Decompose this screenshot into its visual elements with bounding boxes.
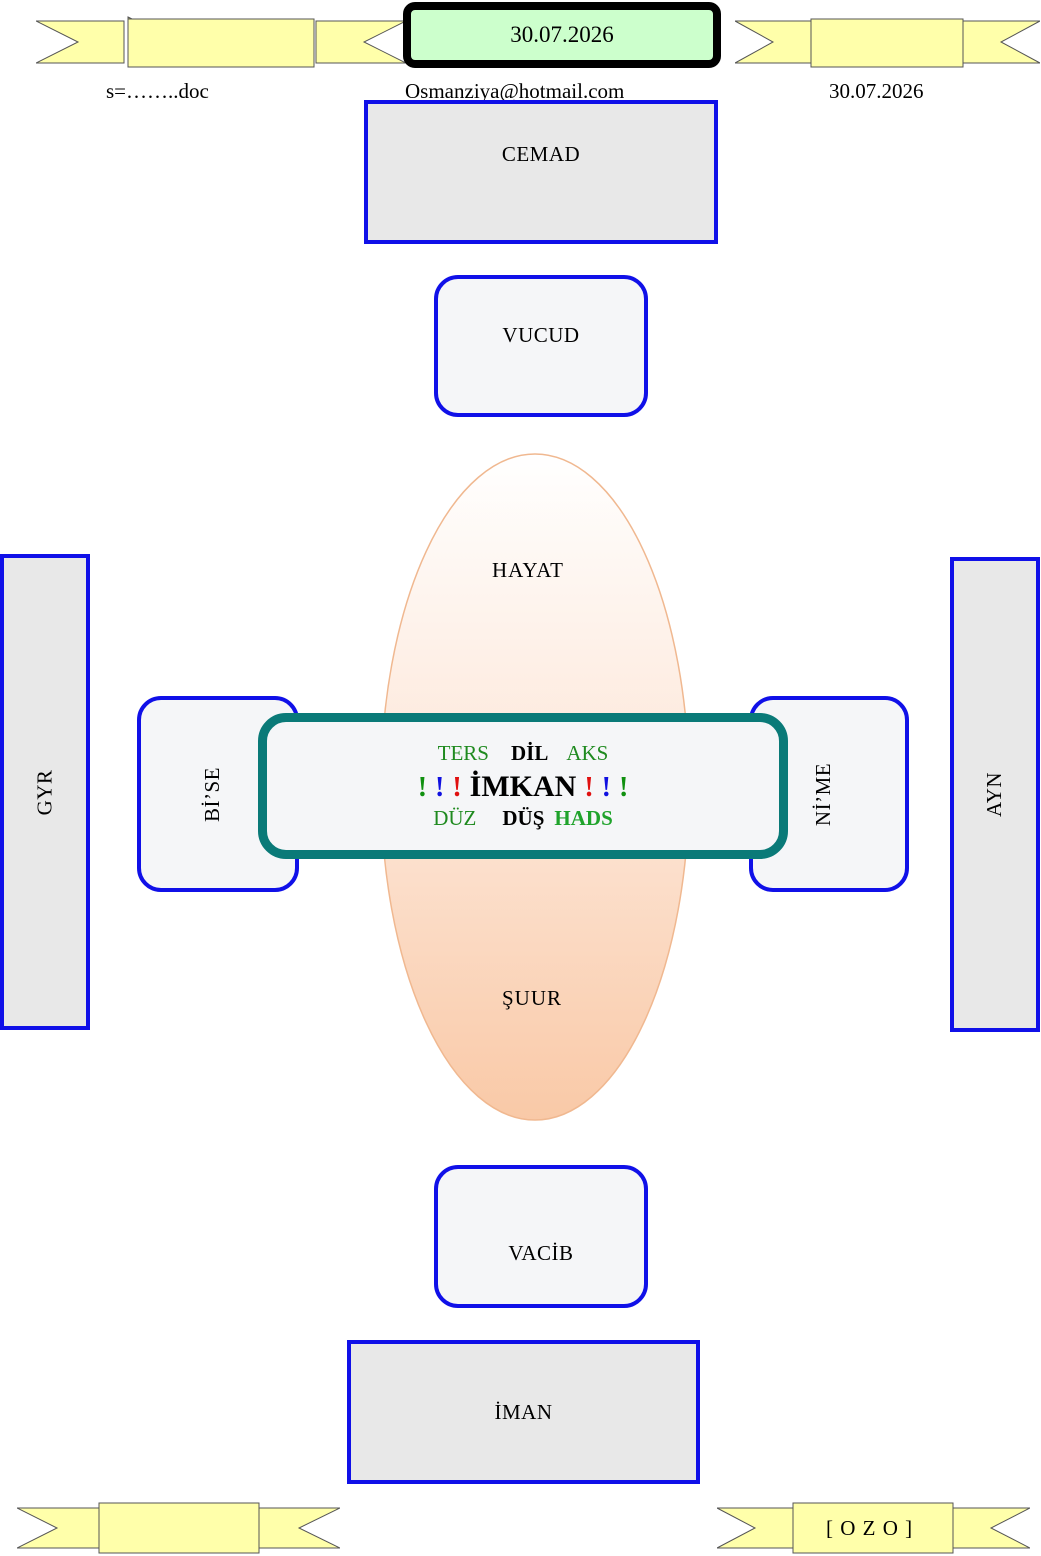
ribbon-bottom-right — [717, 1502, 1030, 1554]
date-box-text: 30.07.2026 — [510, 22, 614, 47]
exclaim-6: ! — [618, 772, 629, 803]
imkan-row-top: TERS DİL AKS — [438, 741, 609, 766]
gyr-box: GYR — [0, 554, 90, 1030]
duz-text: DÜZ — [433, 806, 477, 830]
date-box: 30.07.2026 — [403, 2, 721, 68]
vucud-box: VUCUD — [434, 275, 648, 417]
vacib-label: VACİB — [508, 1241, 574, 1265]
imkan-box: TERS DİL AKS ! ! ! İMKAN ! ! ! DÜZ DÜŞ H… — [258, 713, 788, 859]
exclaim-2: ! — [435, 772, 445, 803]
ribbon-bottom-left — [17, 1502, 340, 1554]
vacib-box: VACİB — [434, 1165, 648, 1308]
header-date: 30.07.2026 — [829, 79, 924, 103]
ozo-label: [ O Z O ] — [826, 1516, 914, 1540]
dus-text: DÜŞ — [502, 806, 545, 830]
hayat-label: HAYAT — [492, 558, 564, 582]
exclaim-5: ! — [601, 772, 611, 803]
ayn-label: AYN — [982, 771, 1007, 818]
ribbon-top-right — [735, 18, 1040, 68]
vucud-label: VUCUD — [502, 323, 580, 347]
cemad-label: CEMAD — [501, 142, 581, 166]
hads-text: HADS — [554, 806, 613, 830]
ters-text: TERS — [437, 741, 489, 765]
ayn-box: AYN — [950, 557, 1040, 1032]
aks-text: AKS — [566, 741, 609, 765]
imkan-row-main: ! ! ! İMKAN ! ! ! — [418, 770, 629, 804]
email-text: Osmanziya@hotmail.com — [405, 79, 625, 103]
iman-box: İMAN — [347, 1340, 700, 1484]
imkan-row-bottom: DÜZ DÜŞ HADS — [433, 806, 613, 831]
gyr-label: GYR — [32, 769, 57, 815]
document-label: s=……..doc — [106, 79, 209, 103]
exclaim-1: ! — [417, 772, 428, 803]
imkan-title: İMKAN — [469, 770, 577, 803]
bise-label: Bİ’SE — [200, 766, 224, 822]
iman-label: İMAN — [494, 1399, 553, 1424]
dil-text: DİL — [510, 741, 549, 765]
cemad-box: CEMAD — [364, 100, 718, 244]
exclaim-4: ! — [584, 772, 594, 803]
exclaim-3: ! — [452, 772, 462, 803]
suur-label: ŞUUR — [502, 986, 563, 1010]
ribbon-top-left — [36, 16, 406, 68]
nime-label: Nİ’ME — [810, 762, 835, 826]
